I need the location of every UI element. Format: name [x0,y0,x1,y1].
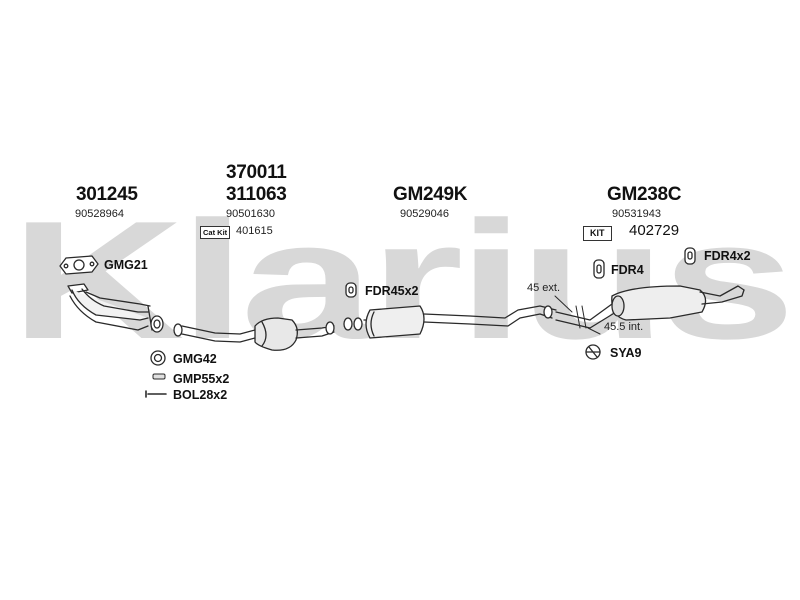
front-pipe-icon [67,283,164,333]
hanger-fdr4x2-icon [684,247,696,265]
kit-badge: KIT [583,226,612,241]
fitting-label-fdr45: FDR45x2 [365,284,419,298]
gasket-gmg42-icon [150,350,166,366]
center-silencer-icon [343,305,557,339]
oe-number-catalyst: 90501630 [226,208,275,220]
fitting-label-sya9: SYA9 [610,346,642,360]
bolt-bol28-icon [145,390,167,398]
part-number-catalyst: 311063 [226,184,287,205]
part-number-front-pipe: 301245 [76,184,138,205]
fitting-label-bol28: BOL28x2 [173,388,228,402]
hanger-fdr4-icon [593,259,605,279]
watermark-text: Klarius [10,186,790,374]
oe-number-front-pipe: 90528964 [75,208,124,220]
fitting-label-gmp55: GMP55x2 [173,372,230,386]
clamp-sya9-icon [585,344,601,360]
annotation-ext: 45 ext. [527,282,561,294]
kit-number-catalyst: 401615 [236,225,273,237]
catalyst-icon [173,317,335,351]
annotation-int: 45.5 int. [604,321,644,333]
oe-number-rear-silencer: 90531943 [612,208,661,220]
part-number-rear-silencer: GM238C [607,184,682,205]
rear-silencer-icon [555,285,745,329]
gasket-gmg21-icon [59,255,99,275]
kit-number-rear-silencer: 402729 [629,222,680,239]
fitting-label-gmg21: GMG21 [104,258,148,272]
hanger-fdr45-icon [345,282,357,298]
joint-marks-icon [554,295,601,335]
part-number-center-silencer: GM249K [393,184,468,205]
spring-gmp55-icon [152,373,166,380]
fitting-label-fdr4x2: FDR4x2 [704,249,751,263]
part-number-catalyst-top: 370011 [226,162,287,183]
oe-number-center-silencer: 90529046 [400,208,449,220]
fitting-label-fdr4: FDR4 [611,263,644,277]
fitting-label-gmg42: GMG42 [173,352,217,366]
cat-kit-badge: Cat Kit [200,226,231,239]
